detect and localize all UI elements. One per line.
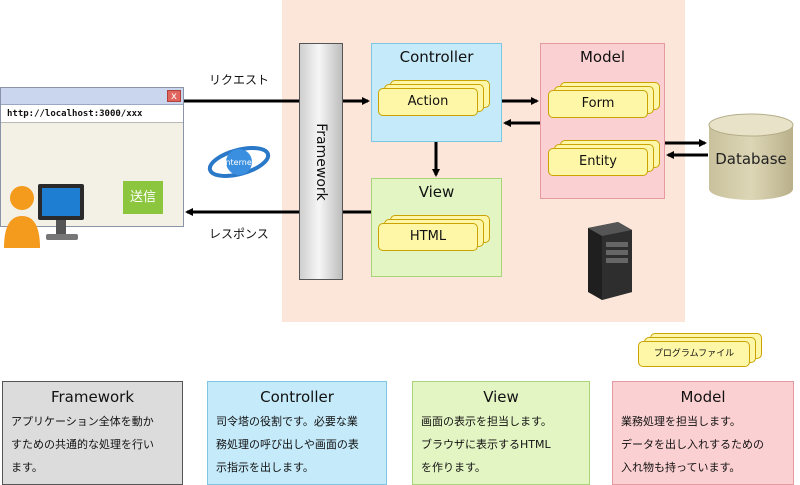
- internet-icon: Internet: [207, 146, 271, 178]
- response-label: レスポンス: [209, 227, 269, 241]
- legend-line: を作ります。: [421, 461, 486, 474]
- legend-title: Framework: [50, 388, 135, 406]
- browser-window: x http://localhost:3000/xxx 送信: [0, 87, 184, 227]
- legend-line: 示指示を出します。: [216, 461, 314, 474]
- internet-label: Internet: [223, 158, 255, 167]
- user-computer-icon: [4, 184, 84, 248]
- legend-view: View 画面の表示を担当します。 ブラウザに表示するHTML を作ります。: [412, 381, 590, 485]
- legend-title: Controller: [260, 388, 334, 406]
- legend-line: アプリケーション全体を動か: [11, 415, 154, 428]
- legend-line: ブラウザに表示するHTML: [421, 438, 551, 451]
- legend-line: ます。: [11, 461, 43, 474]
- legend-line: 業務処理を担当します。: [621, 415, 741, 428]
- controller-box: Controller Action: [371, 43, 502, 142]
- database-icon: [708, 113, 794, 200]
- address-bar[interactable]: http://localhost:3000/xxx: [1, 105, 183, 123]
- legend-title: View: [483, 388, 519, 406]
- action-label: Action: [407, 94, 449, 109]
- close-icon[interactable]: x: [167, 90, 181, 102]
- legend-line: データを出し入れするための: [621, 438, 764, 451]
- html-label: HTML: [409, 229, 447, 244]
- legend-line: すための共通的な処理を行い: [11, 438, 154, 451]
- legend-controller: Controller 司令塔の役割です。必要な業 務処理の呼び出しや画面の表 示…: [207, 381, 387, 485]
- database-label: Database: [715, 150, 787, 168]
- flow-arrows: [184, 97, 708, 216]
- server-icon: [588, 222, 632, 300]
- legend-line: 画面の表示を担当します。: [421, 415, 552, 428]
- framework-bar: [299, 43, 343, 280]
- model-box: Model Form Entity: [540, 43, 665, 199]
- legend-line: 入れ物も持っています。: [621, 461, 741, 474]
- legend-line: 司令塔の役割です。必要な業: [216, 415, 358, 428]
- legend-framework: Framework アプリケーション全体を動か すための共通的な処理を行い ます…: [2, 381, 183, 485]
- entity-label: Entity: [579, 154, 617, 169]
- legend-model: Model 業務処理を担当します。 データを出し入れするための 入れ物も持ってい…: [612, 381, 794, 485]
- view-title: View: [418, 183, 455, 201]
- legend-line: 務処理の呼び出しや画面の表: [216, 438, 359, 451]
- send-button[interactable]: 送信: [123, 181, 163, 214]
- model-title: Model: [579, 48, 626, 66]
- view-box: View HTML: [371, 178, 502, 277]
- request-label: リクエスト: [209, 73, 270, 87]
- controller-title: Controller: [399, 48, 474, 66]
- legend-title: Model: [680, 388, 726, 406]
- browser-titlebar: x: [1, 88, 183, 105]
- form-label: Form: [581, 96, 615, 111]
- program-file-label: プログラムファイル: [653, 349, 735, 359]
